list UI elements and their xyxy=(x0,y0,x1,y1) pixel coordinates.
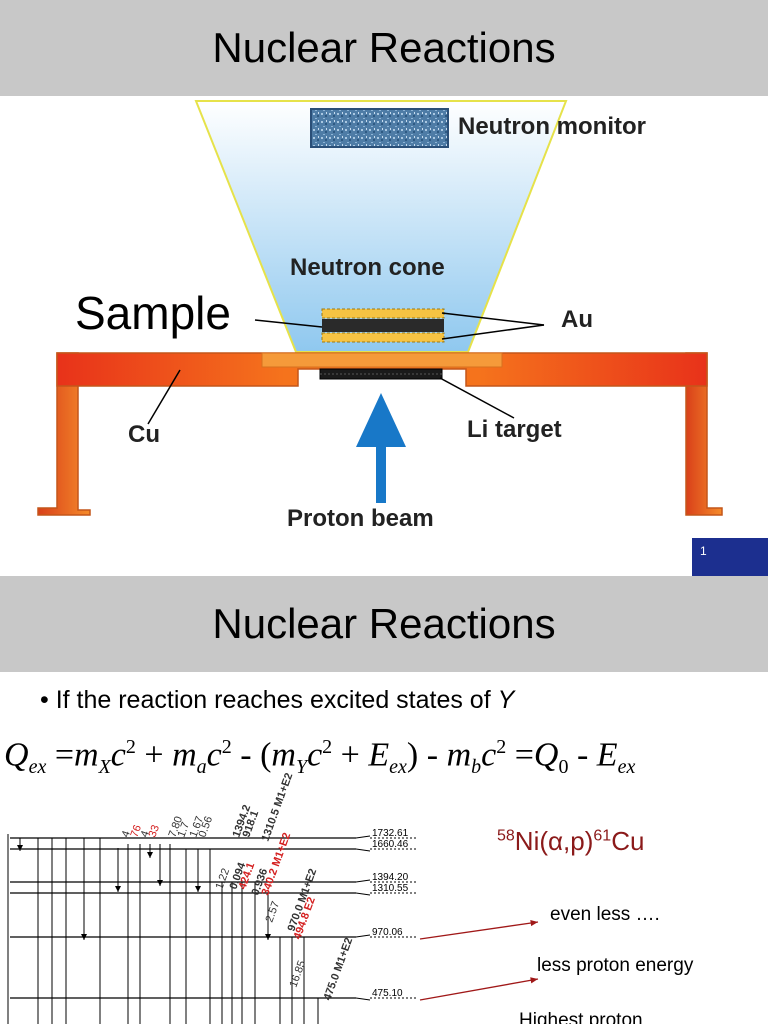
level-energy-label: 970.06 xyxy=(372,927,403,938)
intensity-label: 4 xyxy=(139,829,152,839)
neutron-monitor-box xyxy=(310,108,449,148)
gamma-arrow-head xyxy=(147,852,153,858)
level-energy-label: 1660.46 xyxy=(372,839,409,850)
page-number: 1 xyxy=(692,538,768,576)
q-value-formula: Qex =mXc2 + mac2 - (mYc2 + Eex) - mbc2 =… xyxy=(4,736,636,779)
note-highest-proton: Highest proton xyxy=(519,1010,643,1024)
level-connector xyxy=(355,835,371,839)
sample-layer xyxy=(322,319,444,332)
cu-label: Cu xyxy=(128,421,160,448)
note-even-less: even less …. xyxy=(550,904,660,925)
neutron-cone-shape xyxy=(194,100,568,353)
level-energy-label: 475.10 xyxy=(372,988,403,999)
slide-1-title-bar: Nuclear Reactions xyxy=(0,0,768,96)
proton-beam-arrow xyxy=(356,393,406,503)
level-connector xyxy=(355,848,371,852)
neutron-monitor-label: Neutron monitor xyxy=(458,113,646,140)
au-foil-top xyxy=(321,308,445,319)
copper-recess xyxy=(261,352,503,368)
gamma-arrow-head xyxy=(195,886,201,892)
slide-2: Nuclear Reactions • If the reaction reac… xyxy=(0,576,768,1024)
level-energy-label: 1310.55 xyxy=(372,883,409,894)
level-connector xyxy=(355,934,371,938)
li-target-label: Li target xyxy=(467,416,562,443)
level-connector xyxy=(355,879,371,883)
gamma-arrow-head xyxy=(265,934,271,940)
gamma-arrow-head xyxy=(17,845,23,851)
gamma-arrow-head xyxy=(115,886,121,892)
slide-1: Nuclear Reactions xyxy=(0,0,768,576)
intensity-label: 2.57 xyxy=(264,900,283,924)
arrow-less-proton-head xyxy=(530,977,538,984)
bullet-text: • If the reaction reaches excited states… xyxy=(40,686,498,714)
intensity-label: 4 xyxy=(120,829,133,839)
arrow-even-less xyxy=(419,921,539,940)
bullet-variable: Y xyxy=(497,686,515,714)
slide-1-title: Nuclear Reactions xyxy=(212,24,556,71)
arrow-even-less-head xyxy=(530,919,538,927)
gamma-arrow-head xyxy=(157,880,163,886)
copper-frame-legs xyxy=(37,352,91,516)
gamma-energy-label: 475.0 M1+E2 xyxy=(322,936,356,1002)
intensity-label: 76 xyxy=(129,823,144,839)
intensity-label: 16.85 xyxy=(288,959,309,989)
intensity-label: 33 xyxy=(147,823,162,839)
note-less-proton-energy: less proton energy xyxy=(537,955,694,976)
gamma-energy-label: 1310.5 M1+E2 xyxy=(260,771,296,843)
arrow-less-proton xyxy=(419,978,539,1001)
level-energy-label: 1394.20 xyxy=(372,872,409,883)
level-energy-label: 1732.61 xyxy=(372,828,409,839)
intensity-label: 1.7 xyxy=(176,821,193,839)
proton-beam-label: Proton beam xyxy=(287,505,434,532)
slide-2-title-bar: Nuclear Reactions xyxy=(0,576,768,672)
copper-plate xyxy=(56,352,708,387)
neutron-cone-label: Neutron cone xyxy=(290,254,445,281)
experimental-setup-diagram xyxy=(37,100,723,516)
slide-2-title: Nuclear Reactions xyxy=(212,600,556,647)
au-label: Au xyxy=(561,306,593,333)
reaction-title: 58Ni(α,p)61Cu xyxy=(497,826,645,856)
au-foil-bottom xyxy=(321,332,445,343)
sample-label: Sample xyxy=(75,287,231,339)
gamma-arrow-head xyxy=(81,934,87,940)
level-connector xyxy=(355,892,371,896)
bullet-excited-states: • If the reaction reaches excited states… xyxy=(40,686,514,715)
level-connector xyxy=(355,997,371,1001)
